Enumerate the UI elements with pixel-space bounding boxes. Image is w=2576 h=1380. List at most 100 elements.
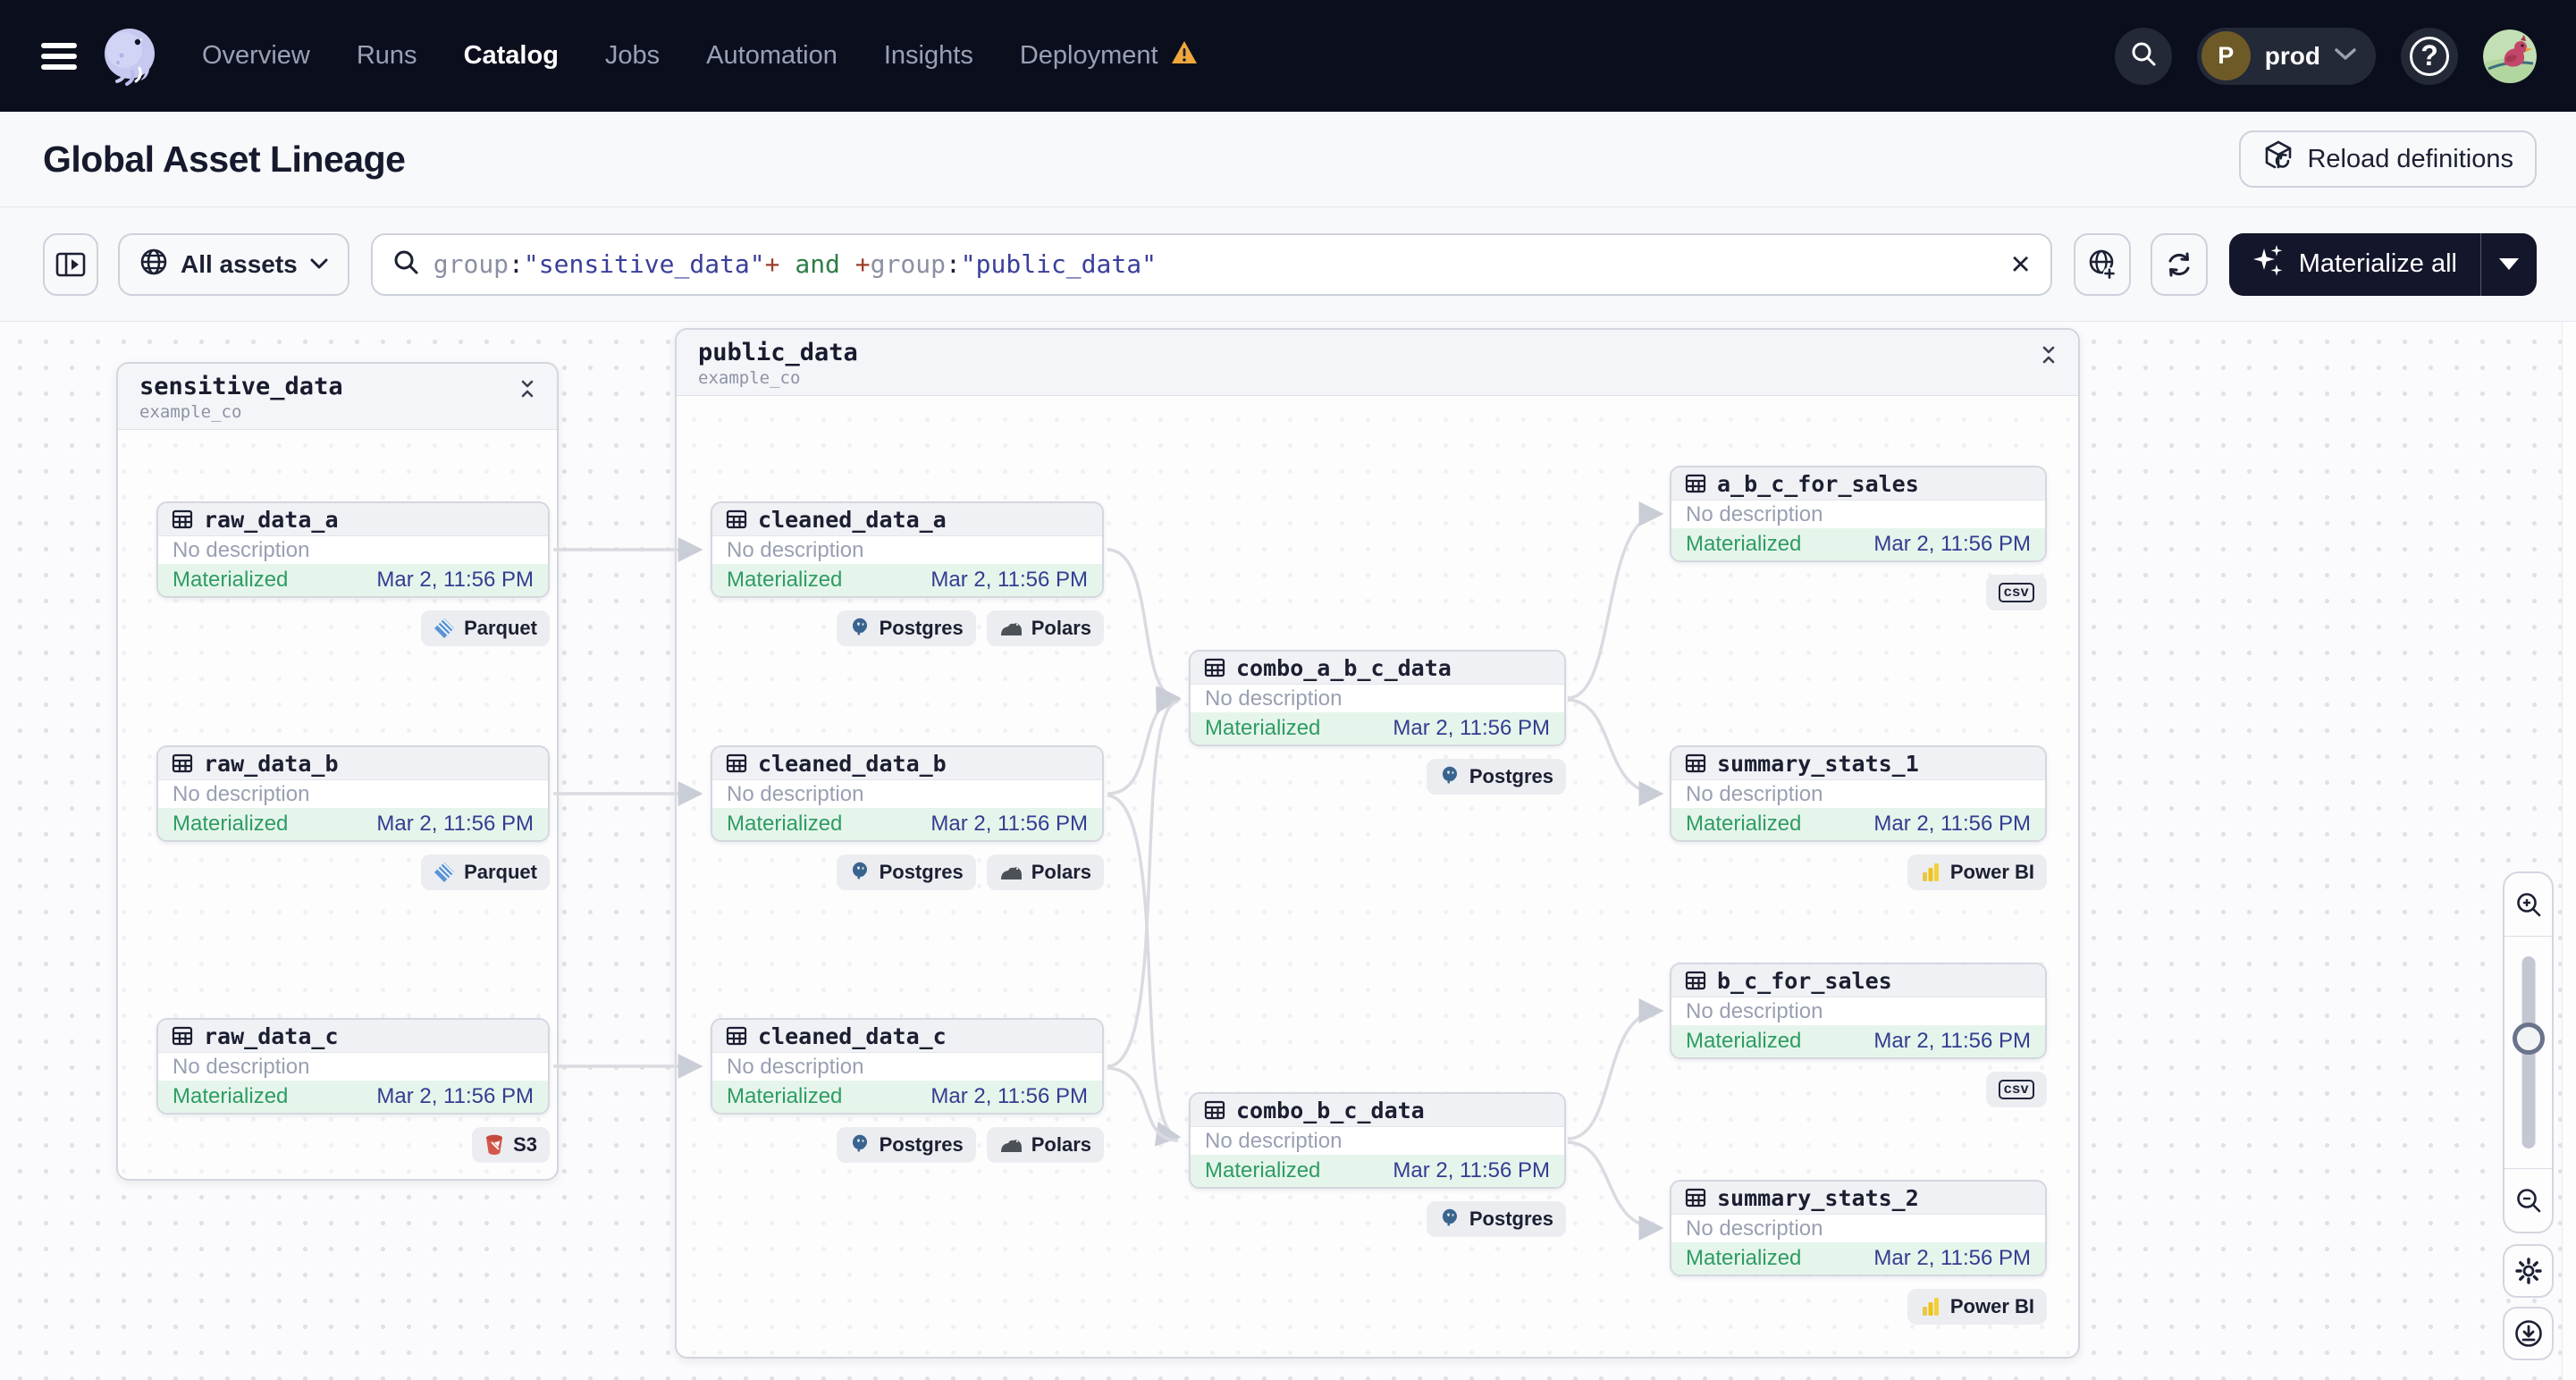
parquet-icon	[434, 862, 455, 882]
zoom-control-widget	[2503, 871, 2554, 1233]
asset-node-a-b-c-for-sales[interactable]: a_b_c_for_sales No description Materiali…	[1670, 466, 2047, 562]
nav-item-deployment[interactable]: Deployment	[1020, 40, 1198, 72]
add-scope-button[interactable]	[2073, 232, 2131, 296]
materialized-status: Materialized	[173, 812, 289, 836]
gear-icon	[2514, 1258, 2542, 1284]
materialize-options-button[interactable]	[2481, 233, 2537, 296]
asset-name: summary_stats_1	[1717, 750, 1919, 777]
collapse-group-icon[interactable]	[519, 380, 535, 402]
nav-item-catalog[interactable]: Catalog	[463, 41, 559, 70]
parquet-icon	[434, 618, 455, 638]
download-graph-button[interactable]	[2503, 1307, 2554, 1360]
materialized-timestamp: Mar 2, 11:56 PM	[376, 568, 534, 592]
asset-name: cleaned_data_c	[758, 1022, 947, 1049]
page-header: Global Asset Lineage Reload definitions	[0, 112, 2576, 207]
asset-scope-dropdown[interactable]: All assets	[118, 232, 349, 296]
deployment-switcher[interactable]: P prod	[2196, 27, 2376, 85]
asset-node-header: summary_stats_2	[1671, 1182, 2045, 1215]
asset-status-row: Materialized Mar 2, 11:56 PM	[712, 1081, 1102, 1113]
table-icon	[1685, 753, 1706, 773]
chevron-down-icon	[310, 258, 328, 269]
materialized-timestamp: Mar 2, 11:56 PM	[376, 812, 534, 836]
globe-icon	[139, 248, 168, 281]
lineage-toolbar: All assets group:"sensitive_data"+ and +…	[0, 207, 2576, 322]
asset-status-row: Materialized Mar 2, 11:56 PM	[1191, 712, 1564, 745]
group-title: sensitive_data	[139, 373, 343, 400]
asset-status-row: Materialized Mar 2, 11:56 PM	[712, 564, 1102, 596]
table-icon	[726, 1026, 747, 1046]
postgres-icon	[852, 618, 867, 635]
materialized-timestamp: Mar 2, 11:56 PM	[376, 1084, 534, 1108]
zoom-slider-thumb[interactable]	[2512, 1022, 2545, 1055]
asset-node-combo-a-b-c-data[interactable]: combo_a_b_c_data No description Material…	[1189, 650, 1566, 746]
materialize-all-split-button: Materialize all	[2228, 232, 2537, 296]
kind-badge-parquet: Parquet	[421, 854, 550, 890]
asset-node-header: cleaned_data_c	[712, 1020, 1102, 1053]
dagster-logo-icon[interactable]	[97, 23, 163, 89]
reload-definitions-button[interactable]: Reload definitions	[2239, 130, 2537, 188]
asset-node-raw-data-b[interactable]: raw_data_b No description Materialized M…	[156, 745, 550, 842]
expand-panel-button[interactable]	[43, 232, 98, 296]
materialized-timestamp: Mar 2, 11:56 PM	[1873, 812, 2031, 836]
polars-icon	[1000, 623, 1022, 635]
asset-description: No description	[1671, 997, 2045, 1025]
asset-node-header: summary_stats_1	[1671, 747, 2045, 780]
materialized-status: Materialized	[173, 568, 289, 592]
asset-badges: Postgres Polars	[711, 610, 1104, 646]
table-icon	[172, 1026, 193, 1046]
kind-badge-postgres: Postgres	[836, 854, 976, 890]
asset-name: b_c_for_sales	[1717, 967, 1892, 994]
graph-settings-button[interactable]	[2503, 1244, 2554, 1298]
asset-name: combo_b_c_data	[1236, 1097, 1425, 1123]
help-button[interactable]: ?	[2401, 27, 2458, 85]
asset-node-cleaned-data-a[interactable]: cleaned_data_a No description Materializ…	[711, 501, 1104, 598]
asset-badges: Postgres	[1189, 1201, 1566, 1237]
nav-item-runs[interactable]: Runs	[356, 41, 417, 70]
materialized-timestamp: Mar 2, 11:56 PM	[930, 568, 1088, 592]
asset-node-cleaned-data-b[interactable]: cleaned_data_b No description Materializ…	[711, 745, 1104, 842]
asset-scope-label: All assets	[181, 249, 298, 278]
asset-node-combo-b-c-data[interactable]: combo_b_c_data No description Materializ…	[1189, 1092, 1566, 1189]
nav-item-insights[interactable]: Insights	[883, 41, 973, 70]
materialize-all-button[interactable]: Materialize all	[2229, 233, 2480, 296]
materialized-status: Materialized	[1686, 1246, 1802, 1270]
asset-badges: csv	[1670, 575, 2047, 610]
asset-filter-input[interactable]: group:"sensitive_data"+ and +group:"publ…	[370, 232, 2052, 296]
nav-item-overview[interactable]: Overview	[202, 41, 310, 70]
asset-node-summary-stats-2[interactable]: summary_stats_2 No description Materiali…	[1670, 1180, 2047, 1276]
refresh-graph-button[interactable]	[2150, 232, 2208, 296]
asset-badges: Postgres	[1189, 759, 1566, 795]
nav-item-jobs[interactable]: Jobs	[604, 41, 661, 70]
nav-item-automation[interactable]: Automation	[706, 41, 838, 70]
user-avatar[interactable]	[2483, 29, 2537, 83]
filter-query-text: group:"sensitive_data"+ and +group:"publ…	[433, 249, 1157, 279]
nav-links: Overview Runs Catalog Jobs Automation In…	[202, 40, 1198, 72]
kind-badge-postgres: Postgres	[1426, 759, 1566, 795]
asset-node-raw-data-c[interactable]: raw_data_c No description Materialized M…	[156, 1018, 550, 1115]
asset-node-cleaned-data-c[interactable]: cleaned_data_c No description Materializ…	[711, 1018, 1104, 1115]
asset-description: No description	[1191, 685, 1564, 712]
kind-badge-postgres: Postgres	[836, 1127, 976, 1163]
group-header: sensitive_data example_co	[118, 364, 557, 430]
zoom-in-button[interactable]	[2504, 873, 2552, 937]
table-icon	[172, 509, 193, 529]
zoom-slider[interactable]	[2504, 937, 2552, 1168]
kind-badge-polars: Polars	[986, 610, 1104, 646]
clear-filter-icon[interactable]: ×	[2010, 245, 2031, 283]
asset-node-raw-data-a[interactable]: raw_data_a No description Materialized M…	[156, 501, 550, 598]
search-button[interactable]	[2114, 27, 2172, 85]
polars-icon	[1000, 867, 1022, 879]
graph-right-gutter	[2562, 322, 2576, 1380]
collapse-group-icon[interactable]	[2041, 346, 2057, 368]
postgres-icon	[852, 1134, 867, 1152]
asset-node-header: cleaned_data_b	[712, 747, 1102, 780]
csv-icon: csv	[1998, 583, 2034, 602]
table-icon	[1685, 971, 1706, 990]
zoom-out-button[interactable]	[2504, 1168, 2552, 1232]
lineage-graph-canvas[interactable]: sensitive_data example_co public_data ex…	[0, 322, 2562, 1380]
kind-badge-postgres: Postgres	[836, 610, 976, 646]
asset-node-summary-stats-1[interactable]: summary_stats_1 No description Materiali…	[1670, 745, 2047, 842]
asset-status-row: Materialized Mar 2, 11:56 PM	[1191, 1155, 1564, 1187]
hamburger-menu-icon[interactable]	[41, 42, 77, 70]
asset-node-b-c-for-sales[interactable]: b_c_for_sales No description Materialize…	[1670, 963, 2047, 1059]
